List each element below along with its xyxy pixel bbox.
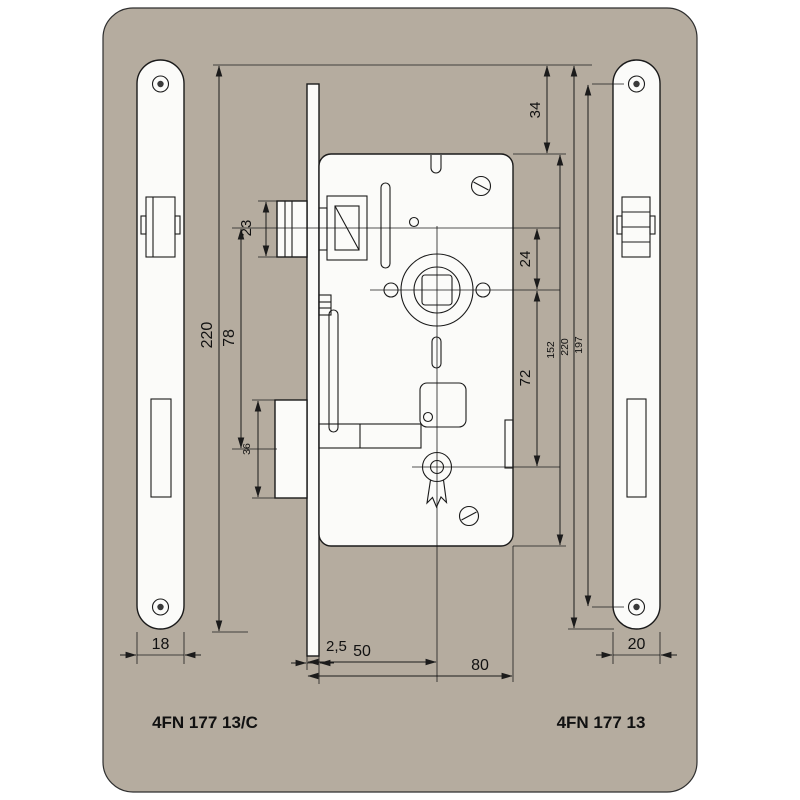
- construction-lines: [136, 64, 661, 684]
- spring-clip: [318, 294, 332, 316]
- lock-body: [274, 83, 514, 657]
- dimension-labels: 18 20 220 78 23 36 34 24 72 152 220 197 …: [152, 102, 646, 674]
- left-model-label: 4FN 177 13/C: [152, 713, 258, 732]
- bolt-cutout-left: [150, 398, 172, 498]
- lever-plate: [419, 382, 467, 428]
- right-faceplate: [612, 59, 661, 630]
- lock-case: [318, 153, 514, 547]
- dim-hub-to-key: 72: [517, 370, 534, 387]
- screw-hole-bottom-left: [151, 598, 170, 616]
- dim-screw-spacing: 197: [573, 336, 585, 354]
- latch-cutout-right: [616, 196, 656, 258]
- dim-bolt-height: 36: [241, 443, 253, 455]
- dim-latch-to-hub: 24: [517, 251, 534, 268]
- dim-faceplate-left-width: 18: [152, 636, 170, 653]
- dim-case-depth: 80: [471, 657, 489, 674]
- forend-strip: [306, 83, 320, 657]
- dim-faceplate-right-width: 20: [628, 636, 646, 653]
- deadbolt: [274, 399, 422, 499]
- slot-hole-left: [328, 309, 339, 433]
- dim-overall-right: 220: [559, 338, 571, 356]
- slot-hole-top: [380, 182, 391, 269]
- screw-hole-top-left: [151, 75, 170, 93]
- slot-hole-center: [431, 336, 442, 369]
- case-screw-top: [470, 175, 492, 197]
- latch-cutout-left: [140, 196, 181, 258]
- dim-backset: 50: [353, 643, 371, 660]
- dimension-lines: [120, 65, 677, 680]
- screw-hole-top-right: [627, 75, 646, 93]
- case-top-notch: [430, 155, 442, 174]
- edge-cutout-right: [504, 419, 514, 469]
- dim-forend-thickness: 2,5: [326, 638, 347, 655]
- case-screw-bottom: [458, 505, 480, 527]
- dim-top-to-case: 34: [527, 102, 544, 119]
- screw-hole-bottom-right: [627, 598, 646, 616]
- left-faceplate: [136, 59, 185, 630]
- dim-case-height: 152: [545, 341, 557, 359]
- dim-overall-left: 220: [199, 322, 216, 349]
- bolt-cutout-right: [626, 398, 647, 498]
- dim-latch-height: 23: [238, 220, 255, 237]
- dim-latch-to-bolt: 78: [221, 329, 238, 347]
- right-model-label: 4FN 177 13: [557, 713, 646, 732]
- model-labels: 4FN 177 13/C 4FN 177 13: [152, 713, 645, 732]
